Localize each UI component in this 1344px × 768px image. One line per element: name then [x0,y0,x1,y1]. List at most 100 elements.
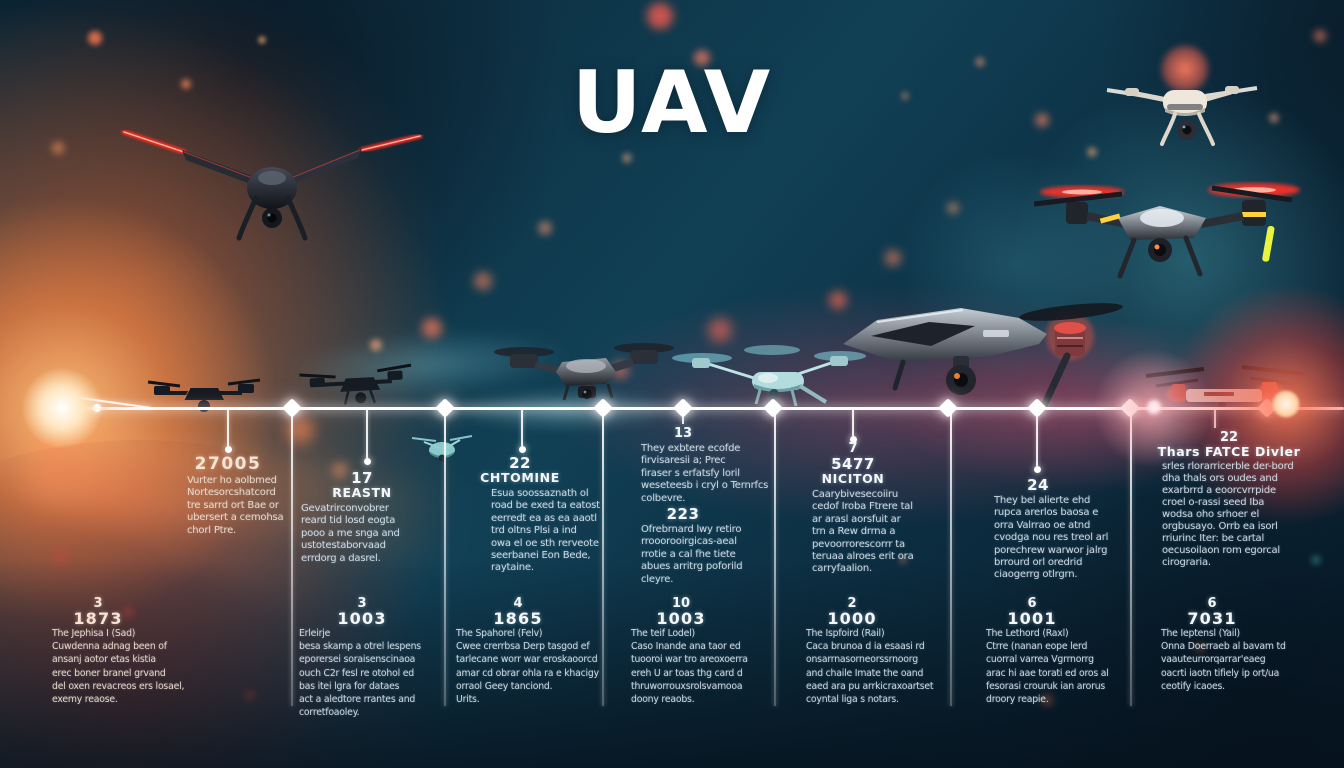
tick-end-dot [518,446,526,453]
flare-right-core [1272,390,1300,418]
bokeh-dot [370,339,382,351]
upper-entry-text-line: chorl Ptre. [187,524,236,536]
sun-core [22,368,102,448]
upper-entry-text-line: firaser s erfatsfy loril [641,467,740,479]
bokeh-dot [622,153,632,163]
bokeh-dot [332,462,348,478]
upper-entry-text-line: Vurter ho aolbmed [187,475,277,486]
bokeh-dot [1311,555,1321,565]
lower-entry-text-line: Ctrre (nanan eope lerd [986,641,1088,653]
column-divider-line [291,408,293,706]
upper-entry-text-line: ciaogerrg otlrgrn. [994,569,1078,581]
lower-entry-text-line: tarlecane worr war eroskaoorcd [456,654,598,666]
bokeh-dot [885,250,901,266]
column-divider-line [602,408,604,706]
bokeh-dot [122,606,134,618]
upper-entry-header: Thars FATCE Divler [1157,444,1301,459]
lower-entry-text-line: The Jephisa I (Sad) [52,628,136,639]
lower-entry-text-line: cuorral varrea Vgrrnorrg [986,654,1094,666]
lower-entry-header: 2 [847,596,857,611]
lower-entry-text-line: The Ieptensl (Yail) [1161,628,1240,639]
upper-entry-text-line: srles rlorarricerble der-bord [1162,461,1294,472]
upper-entry-text-line: tre sarrd ort Bae or [187,499,279,511]
lower-entry-text-line: and chaile Imate the oand [806,667,924,679]
lower-entry-text-line: amar cd obrar ohla ra e khacigy [456,667,599,679]
upper-entry-header: 223 [666,505,700,523]
bokeh-dot [899,556,907,564]
lower-entry-text-line: Onna Doerraeb al bavam td [1161,641,1286,653]
drone-mini-teal-icon [411,435,473,462]
upper-entry-text-line: raytaine. [491,562,534,574]
upper-entry-text-line: teruaa alroes erit ora [812,551,914,562]
upper-entry-text-line: cleyre. [641,573,674,585]
upper-entry-text-line: cvodga nou res treol arl [994,532,1109,544]
column-divider-line [950,408,952,706]
lower-entry-text-line: ouch C2r fesl re otohol ed [299,667,414,679]
lower-entry-text-line: Erleirje [299,628,331,639]
upper-entry-header: 7 [848,441,858,456]
upper-entry-header: 5477 [831,455,875,473]
timeline-tick-line [227,410,229,446]
lower-entry-text-line: The Lethord (Raxl) [986,628,1069,639]
lower-entry-text-line: corretfoaoley. [299,707,360,719]
upper-entry-text-line: weseteesb i cryl o Ternrfcs [641,480,769,492]
lower-entry-text-line: ansanj aotor etas kistia [52,654,156,666]
bokeh-dot [1314,30,1326,42]
bokeh-dot [947,202,959,214]
upper-entry-text-line: road be exed ta eatost [491,500,600,512]
upper-entry-header: 22 [1219,430,1239,445]
lower-entry-text-line: arac hi aae torati ed oros al [986,667,1109,679]
tick-end-dot [363,458,371,465]
upper-entry-text-line: orra Valrrao oe atnd [994,519,1091,531]
bokeh-dot [286,416,314,444]
lower-entry-text-line: act a aledtore rrantes and [299,694,416,705]
upper-entry-text-line: porechrew warwor jalrg [994,544,1108,556]
lower-entry-text-line: eaed ara pu arrkicraxoartset [806,680,934,692]
upper-entry-text-line: ubersert a cemohsa [187,512,284,524]
lower-entry-header: 6 [1027,596,1037,611]
drone-quad-near-sun-icon [147,378,261,412]
lower-entry-text-line: Cwee crerrbsa Derp tasgod ef [456,641,590,653]
drone-quad-center-gray-icon [494,343,674,401]
upper-entry-text-line: Gevatrirconvobrer [301,503,389,514]
lower-entry-text-line: vaauteurrorqarrar'eaeg [1161,654,1266,666]
upper-entry-header: REASTN [332,485,392,500]
upper-entry-text-line: oecusoilaon rom egorcal [1162,545,1280,556]
upper-entry-text-line: reard tid losd eogta [301,515,396,527]
bokeh-dot [1041,694,1053,706]
drone-large-right-yellow-icon [1033,183,1300,279]
timeline-tick-line [366,410,368,458]
drone-raptor-top-left-icon [121,129,423,241]
timeline-line [52,406,1344,410]
drone-quad-left-small-icon [299,363,412,405]
upper-entry-text-line: errdorg a dasrel. [301,552,381,564]
lower-entry-header: 1003 [656,609,706,628]
upper-entry-text-line: firvisaresii a; Prec [641,455,726,467]
timeline-tick-line [1036,410,1038,466]
lower-entry-header: 6 [1207,596,1217,611]
timeline-tick-line [852,410,854,436]
lower-entry-header: 1001 [1007,609,1057,628]
upper-entry-text-line: brrourd orl oredrid [994,557,1083,568]
lower-entry-text-line: Urits. [456,694,480,705]
upper-entry-text-line: rrooorooirgicas-aeal [641,536,737,548]
bokeh-dot [181,79,191,89]
bokeh-dot [1269,113,1279,123]
lower-entry-header: 3 [93,596,103,611]
upper-entry-header: 27005 [194,454,262,474]
upper-entry-header: 22 [509,454,531,472]
upper-entry-text-line: trn a Rew drrna a [812,526,896,538]
lower-entry-text-line: erec boner branel grvand [52,667,166,679]
upper-entry-text-line: cirograria. [1162,557,1211,568]
lower-entry-text-line: droory reapie. [986,694,1049,705]
upper-entry-text-line: Nortesorcshatcord [187,487,276,499]
lower-entry-text-line: del oxen revacreos ers losael, [52,680,185,692]
bokeh-dot [245,690,255,700]
bokeh-dot [258,36,266,44]
upper-entry-text-line: pooo a me snga and [301,527,400,539]
lower-entry-text-line: ereh U ar toas thg card d [631,667,743,679]
lower-entry-header: 3 [357,596,367,611]
